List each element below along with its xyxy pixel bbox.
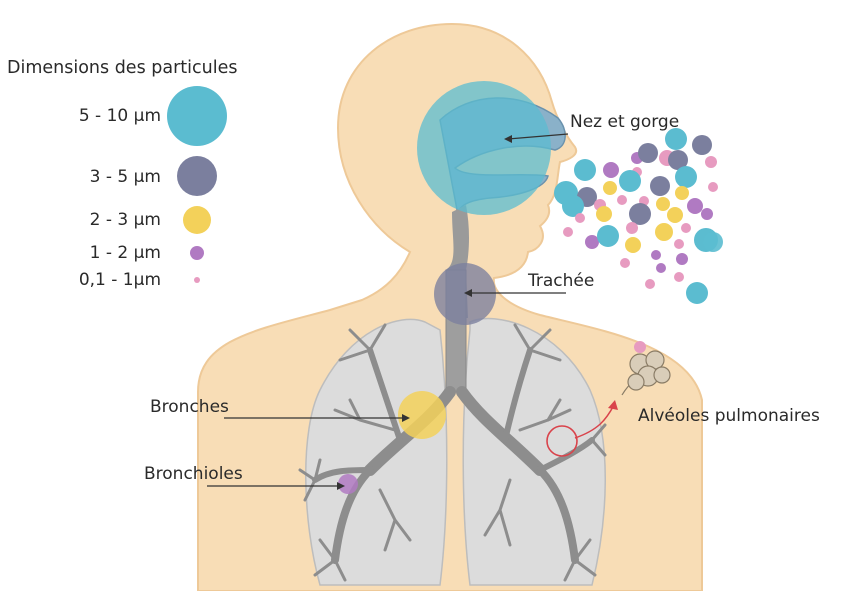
nose-deposition-circle <box>417 81 551 215</box>
legend-swatch-5-10 <box>167 86 227 146</box>
legend-swatch-01-1 <box>194 277 200 283</box>
legend-swatch-2-3 <box>183 206 211 234</box>
label-bronchi: Bronches <box>150 399 229 416</box>
bronchi-deposition-circle <box>398 391 446 439</box>
label-trachea: Trachée <box>528 273 594 290</box>
label-bronchioles: Bronchioles <box>144 466 243 483</box>
legend-label-2-3: 2 - 3 μm <box>90 212 161 229</box>
legend-label-01-1: 0,1 - 1μm <box>79 272 161 289</box>
legend-label-3-5: 3 - 5 μm <box>90 169 161 186</box>
legend-label-5-10: 5 - 10 μm <box>79 108 161 125</box>
legend-swatch-3-5 <box>177 156 217 196</box>
label-alveoli: Alvéoles pulmonaires <box>638 408 820 425</box>
label-nose-throat: Nez et gorge <box>570 114 679 131</box>
trachea-deposition-circle <box>434 263 496 325</box>
legend-label-1-2: 1 - 2 μm <box>90 245 161 262</box>
legend-title: Dimensions des particules <box>7 60 237 78</box>
legend-swatch-1-2 <box>190 246 204 260</box>
